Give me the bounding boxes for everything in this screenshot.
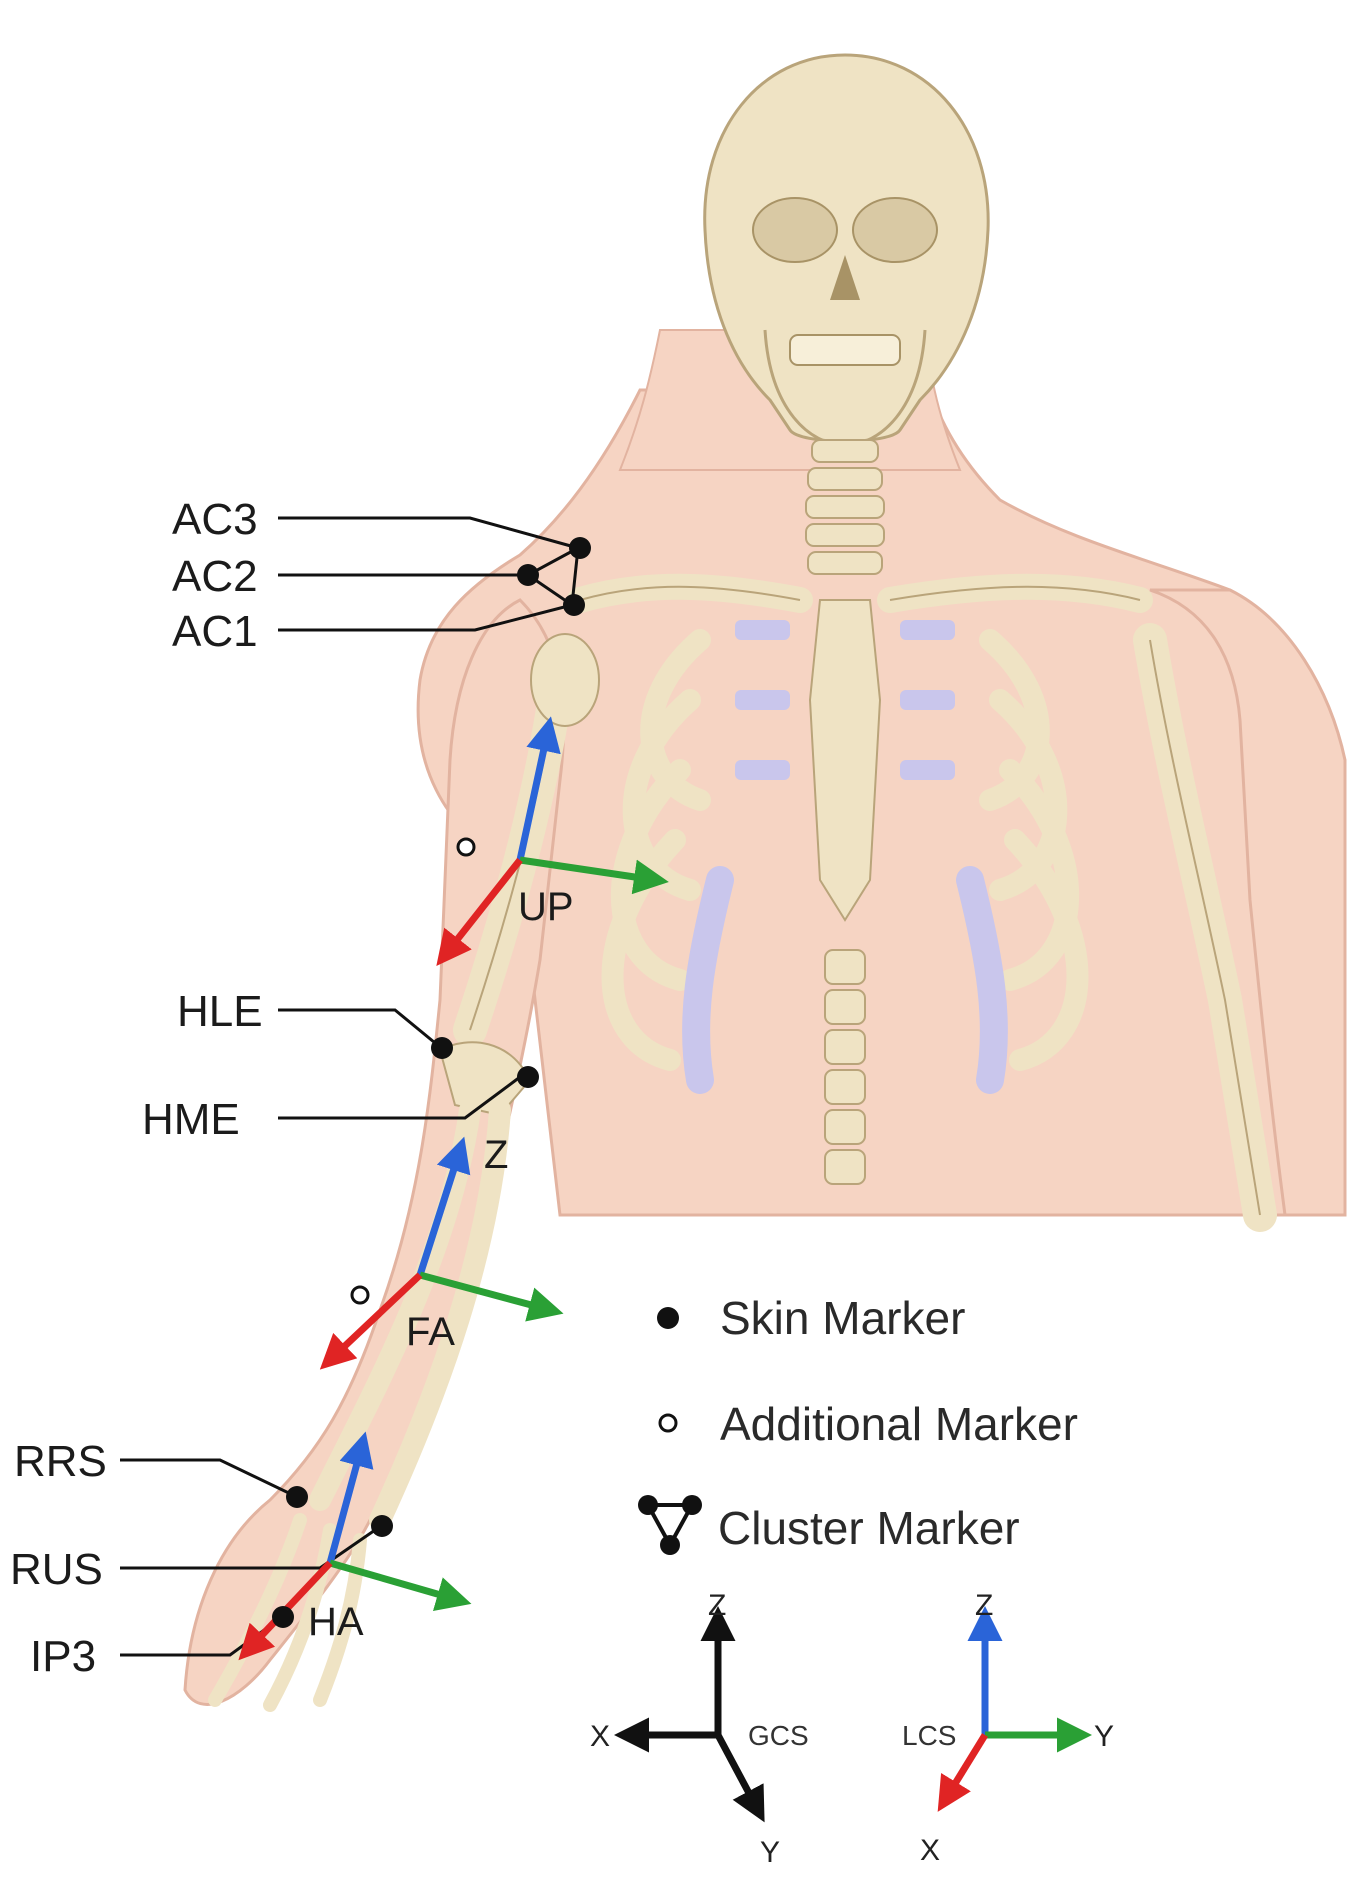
- eye-socket-right: [752, 197, 838, 263]
- label-ac1: AC1: [172, 607, 258, 656]
- body-silhouette: [183, 329, 1347, 1706]
- legend-additional-marker-icon: [658, 1413, 678, 1433]
- lcs-x-axis: [937, 1733, 988, 1812]
- hand-frame: [238, 1431, 472, 1661]
- upper-arm-frame: [436, 716, 669, 966]
- gcs-y-label: Y: [760, 1836, 780, 1869]
- humeral-head: [530, 633, 600, 727]
- ac3-leader: [278, 516, 579, 550]
- clavicle-right-edge: [579, 585, 801, 601]
- label-hme: HME: [142, 1095, 240, 1144]
- label-z: Z: [484, 1133, 508, 1177]
- lcs-z-label: Z: [975, 1589, 993, 1622]
- teeth: [789, 334, 901, 366]
- elbow: [438, 1041, 532, 1117]
- up-x-axis: [436, 857, 523, 966]
- lcs-x-label: X: [920, 1834, 940, 1867]
- label-ac3: AC3: [172, 495, 258, 544]
- hand-bones: [208, 1513, 367, 1712]
- ulna: [369, 1099, 511, 1531]
- rus-marker: [371, 1515, 393, 1537]
- label-ip3: IP3: [30, 1632, 96, 1681]
- gcs-y-axis: [714, 1733, 765, 1823]
- costal-cartilage: [735, 620, 790, 640]
- ha-x-axis: [238, 1560, 333, 1661]
- rus-leader: [120, 1526, 379, 1570]
- skin-markers: [272, 537, 591, 1628]
- gcs-z-label: Z: [708, 1589, 726, 1622]
- nasal-cavity: [830, 255, 860, 300]
- lcs-axes: Z Y X LCS: [902, 1589, 1114, 1867]
- label-upper-arm: UP: [518, 885, 574, 929]
- label-ac2: AC2: [172, 552, 258, 601]
- cervical-spine: [805, 439, 885, 575]
- gcs-x-label: X: [590, 1720, 610, 1753]
- leader-lines: [120, 516, 580, 1657]
- ac1-leader: [278, 603, 573, 632]
- ac1-marker: [563, 594, 585, 616]
- rrs-marker: [286, 1486, 308, 1508]
- ac2-marker: [517, 564, 539, 586]
- left-arm-bones: [1133, 623, 1277, 1232]
- clavicle-left-edge: [889, 585, 1141, 601]
- cluster-triangle: [525, 545, 580, 608]
- ac3-marker: [569, 537, 591, 559]
- skull: [703, 53, 990, 447]
- lcs-name: LCS: [902, 1720, 956, 1751]
- up-additional-marker: [456, 837, 476, 857]
- legend-additional-marker-label: Additional Marker: [720, 1398, 1078, 1450]
- ha-z-axis: [326, 1431, 374, 1564]
- legend-skin-marker-icon: [657, 1307, 679, 1329]
- rib-cage: [601, 599, 1089, 1185]
- gcs-name: GCS: [748, 1720, 809, 1751]
- forearm-frame: [319, 1136, 564, 1370]
- sternum: [808, 599, 882, 922]
- fa-additional-marker: [350, 1285, 370, 1305]
- hle-leader: [278, 1008, 441, 1049]
- rrs-leader: [120, 1458, 296, 1498]
- eye-socket-left: [852, 197, 938, 263]
- hme-leader: [278, 1075, 521, 1120]
- label-rrs: RRS: [14, 1437, 107, 1486]
- label-forearm: FA: [406, 1310, 455, 1354]
- up-z-axis: [516, 716, 561, 861]
- fa-z-axis: [416, 1136, 471, 1277]
- up-y-axis: [519, 856, 669, 895]
- label-hand: HA: [308, 1600, 364, 1644]
- additional-markers: [350, 837, 476, 1305]
- legend-cluster-marker-label: Cluster Marker: [718, 1502, 1020, 1554]
- ha-y-axis: [329, 1559, 472, 1611]
- legend: Skin Marker Additional Marker Cluster Ma…: [638, 1292, 1078, 1555]
- gcs-axes: Z X Y GCS: [590, 1589, 809, 1869]
- lcs-y-label: Y: [1094, 1720, 1114, 1753]
- ip3-marker: [272, 1606, 294, 1628]
- hme-marker: [517, 1066, 539, 1088]
- label-hle: HLE: [177, 987, 263, 1036]
- left-arm-skin: [1149, 588, 1347, 1217]
- fa-x-axis: [319, 1272, 423, 1370]
- legend-skin-marker-label: Skin Marker: [720, 1292, 965, 1344]
- label-rus: RUS: [10, 1545, 103, 1594]
- fa-y-axis: [419, 1271, 564, 1322]
- hle-marker: [431, 1037, 453, 1059]
- legend-cluster-marker-icon: [638, 1495, 702, 1555]
